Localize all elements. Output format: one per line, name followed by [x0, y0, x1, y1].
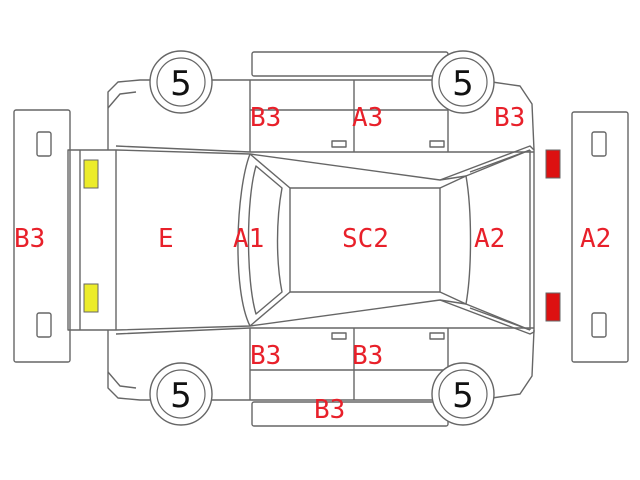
rear-lamp-bottom: [83, 283, 99, 313]
label-rear-bumper: B3: [14, 224, 45, 254]
label-rear-glass: A1: [233, 224, 264, 254]
label-bottom-front-door: B3: [352, 341, 383, 371]
tire-grade-bottom-front: 5: [452, 376, 474, 416]
front-lamp-top: [545, 149, 561, 179]
bottom-side-body: [107, 327, 535, 401]
label-bottom-rear-door: B3: [250, 341, 281, 371]
tire-bottom-rear: 5: [149, 362, 213, 426]
label-windshield: A2: [474, 224, 505, 254]
label-rear-hatch: E: [158, 224, 174, 254]
bottom-rocker-panel: [251, 401, 449, 427]
label-top-front-fender: B3: [494, 103, 525, 133]
label-roof: SC2: [342, 224, 389, 254]
rear-lamp-top: [83, 159, 99, 189]
tire-top-front: 5: [431, 50, 495, 114]
label-bottom-rocker: B3: [314, 395, 345, 425]
tire-bottom-front: 5: [431, 362, 495, 426]
top-rocker-panel: [251, 51, 449, 77]
front-bumper: [571, 111, 629, 363]
label-top-front-door: A3: [352, 103, 383, 133]
top-side-body: [107, 79, 535, 153]
label-top-rear-door: B3: [250, 103, 281, 133]
tire-grade-bottom-rear: 5: [170, 376, 192, 416]
label-front-bumper: A2: [580, 224, 611, 254]
tire-grade-top-rear: 5: [170, 64, 192, 104]
tire-grade-top-front: 5: [452, 64, 474, 104]
front-lamp-bottom: [545, 292, 561, 322]
rear-bumper: [13, 109, 71, 363]
top-view-body: [67, 145, 535, 335]
tire-top-rear: 5: [149, 50, 213, 114]
